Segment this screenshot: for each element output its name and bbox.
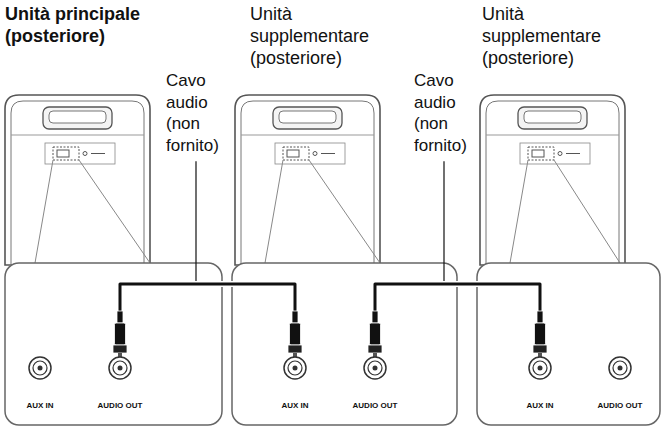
jack-symbol <box>525 355 555 381</box>
leader-line <box>443 161 444 281</box>
jack-socket: AUDIO OUT <box>585 355 655 410</box>
unit-title: Unità supplementare (posteriore) <box>482 4 622 70</box>
unit-heading: Unità supplementare (posteriore) <box>482 4 622 70</box>
cable-label: Cavo audio (non fornito) <box>414 70 478 156</box>
jack-socket: AUX IN <box>260 355 330 410</box>
speaker-extra <box>235 95 380 265</box>
unit-heading: Unità supplementare (posteriore) <box>250 4 390 70</box>
jack-label: AUDIO OUT <box>85 401 155 410</box>
unit-title: Unità principale (posteriore) <box>5 4 150 48</box>
jack-socket: AUDIO OUT <box>340 355 410 410</box>
jack-symbol <box>105 355 135 381</box>
audio-cable <box>368 284 547 367</box>
jack-symbol <box>360 355 390 381</box>
speaker-main <box>5 95 150 265</box>
jack-label: AUDIO OUT <box>585 401 655 410</box>
zoom-panel <box>5 263 660 425</box>
jack-symbol <box>605 355 635 381</box>
jack-label: AUX IN <box>505 401 575 410</box>
speaker-extra <box>480 95 625 265</box>
jack-socket: AUDIO OUT <box>85 355 155 410</box>
jack-symbol <box>25 355 55 381</box>
jack-socket: AUX IN <box>5 355 75 410</box>
cable-label: Cavo audio (non fornito) <box>166 70 230 156</box>
jack-socket: AUX IN <box>505 355 575 410</box>
jack-label: AUX IN <box>5 401 75 410</box>
zoom-lines <box>35 160 620 263</box>
unit-title: Unità supplementare (posteriore) <box>250 4 390 70</box>
audio-cable <box>113 284 302 367</box>
jack-label: AUX IN <box>260 401 330 410</box>
jack-label: AUDIO OUT <box>340 401 410 410</box>
leader-line <box>195 161 196 281</box>
jack-symbol <box>280 355 310 381</box>
unit-heading: Unità principale (posteriore) <box>5 4 150 48</box>
